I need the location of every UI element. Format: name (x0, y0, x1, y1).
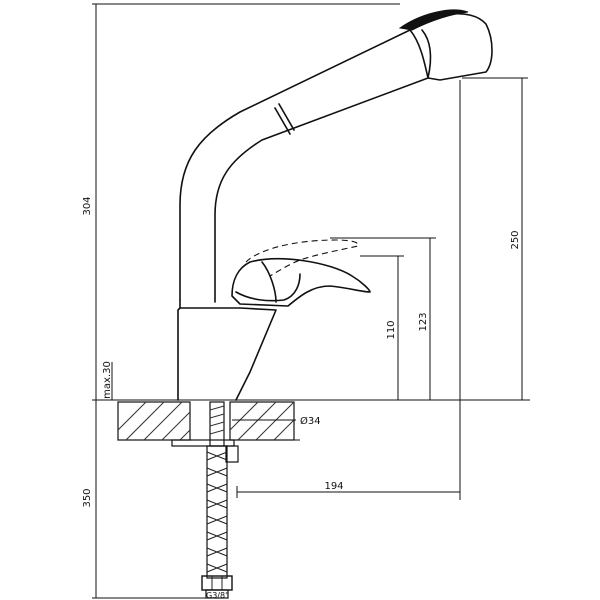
supply-hose (201, 401, 233, 599)
countertop-section (117, 401, 295, 463)
spout-height-label: 250 (510, 230, 521, 249)
reach-label: 194 (324, 481, 343, 492)
spray-head (398, 9, 493, 81)
hose-length-label: 350 (82, 488, 93, 507)
faucet-body (177, 299, 277, 401)
dimension-lines (92, 3, 530, 599)
total-height-label: 304 (82, 196, 93, 215)
max-thickness-label: max.30 (102, 361, 113, 399)
hole-diameter-label: Ø34 (300, 415, 321, 427)
lever-handle (231, 239, 371, 307)
connection-thread-label: G3/8" (206, 591, 229, 600)
body-height-label: 110 (386, 320, 397, 339)
faucet-spout (179, 29, 429, 303)
handle-height-label: 123 (418, 312, 429, 331)
